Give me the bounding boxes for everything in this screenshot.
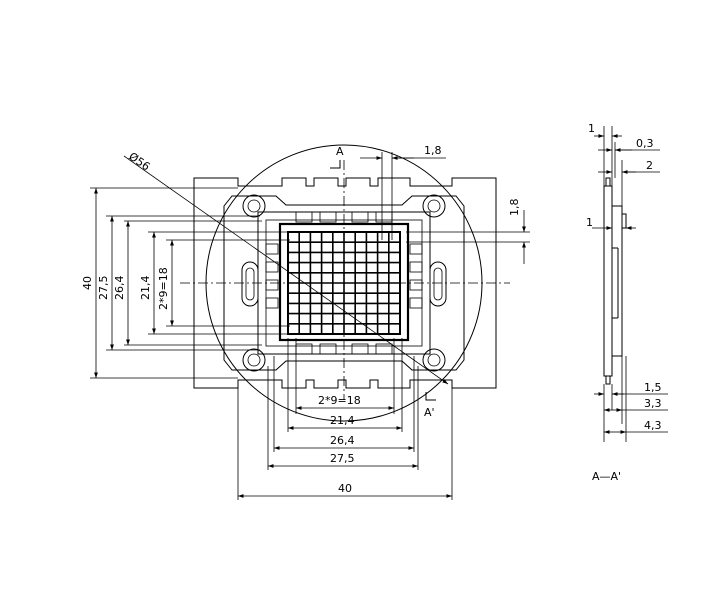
- slot-right: [429, 261, 447, 307]
- mount-hole-br: [422, 348, 446, 372]
- mount-hole-tr-inner: [427, 199, 441, 213]
- side-view: 1 0,3 2 1 1,5 3,3 4: [586, 122, 668, 483]
- side-lens: [621, 213, 627, 229]
- side-tab-bottom: [605, 375, 611, 385]
- base-plate-outline: [193, 177, 497, 389]
- front-view: Ø56 A A' 1,8 1,8: [81, 144, 530, 500]
- body-outline: [223, 195, 465, 371]
- top-dim-1-8: 1,8: [360, 144, 446, 240]
- vdim-2x9-18: 2*9=18: [157, 267, 170, 310]
- sv-dim-4-3: 4,3: [644, 419, 662, 432]
- vertical-dims: 40 27,5 26,4 21,4 2*9=18: [81, 187, 290, 379]
- section-caption: A—A': [592, 470, 621, 483]
- side-base: [603, 185, 613, 377]
- vdim-27-5: 27,5: [97, 276, 110, 301]
- section-mark-top-line: [330, 160, 341, 169]
- slot-right-inner: [433, 267, 443, 301]
- right-dim-label: 1,8: [508, 199, 521, 217]
- sv-dim-1-mid: 1: [586, 216, 593, 229]
- mount-hole-tr: [422, 194, 446, 218]
- section-mark-bottom: A': [424, 406, 435, 419]
- sv-dim-2: 2: [646, 159, 653, 172]
- side-pads: [265, 243, 423, 309]
- diameter-label: Ø56: [126, 150, 152, 174]
- right-dim-1-8: 1,8: [406, 199, 530, 264]
- slot-left-inner: [245, 267, 255, 301]
- mount-hole-br-inner: [427, 353, 441, 367]
- vdim-40: 40: [81, 276, 94, 290]
- section-mark-top: A: [336, 145, 344, 158]
- mount-hole-tl-inner: [247, 199, 261, 213]
- mount-hole-tl: [242, 194, 266, 218]
- horizontal-dims: 2*9=18 21,4 26,4 27,5 40: [237, 338, 453, 500]
- mount-hole-bl: [242, 348, 266, 372]
- top-pads: [295, 211, 393, 223]
- hdim-40: 40: [338, 482, 352, 495]
- hdim-27-5: 27,5: [330, 452, 355, 465]
- sv-dim-0-3: 0,3: [636, 137, 654, 150]
- hdim-21-4: 21,4: [330, 414, 355, 427]
- side-body: [611, 205, 623, 357]
- sv-dim-1-5: 1,5: [644, 381, 662, 394]
- vdim-26-4: 26,4: [113, 276, 126, 301]
- slot-left: [241, 261, 259, 307]
- vdim-21-4: 21,4: [139, 276, 152, 301]
- mount-hole-bl-inner: [247, 353, 261, 367]
- hdim-26-4: 26,4: [330, 434, 355, 447]
- side-tab-top: [605, 177, 611, 187]
- sv-dim-1: 1: [588, 122, 595, 135]
- hdim-2x9-18: 2*9=18: [318, 394, 361, 407]
- top-dim-label: 1,8: [424, 144, 442, 157]
- section-mark-bottom-line: [425, 392, 436, 401]
- sv-dim-3-3: 3,3: [644, 397, 662, 410]
- bottom-pads: [295, 343, 393, 355]
